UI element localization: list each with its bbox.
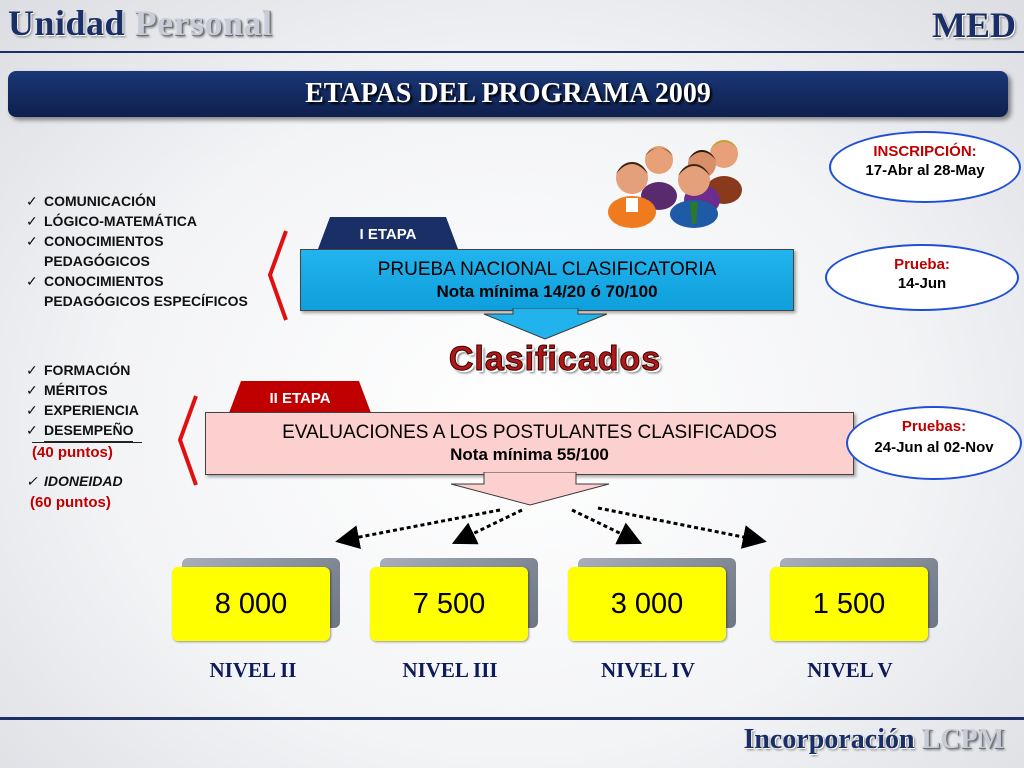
brand-part2: Personal: [134, 3, 273, 43]
list-item-text: DESEMPEÑO: [44, 420, 134, 442]
list-item: CONOCIMIENTOS PEDAGÓGICOS: [24, 231, 179, 271]
etapa2-title: EVALUACIONES A LOS POSTULANTES CLASIFICA…: [282, 422, 777, 443]
etapa1-down-arrow: [483, 308, 608, 340]
person-front-right: [670, 164, 718, 228]
person-front-left: [608, 162, 656, 228]
nivel-ii-count: 8 000: [172, 567, 330, 641]
etapa2-down-arrow: [450, 472, 610, 506]
prueba-label: Prueba:: [894, 256, 950, 273]
prueba-date: 14-Jun: [897, 275, 947, 292]
footer-divider: [0, 717, 1024, 720]
title-bar: ETAPAS DEL PROGRAMA 2009: [8, 71, 1008, 117]
etapa1-box: PRUEBA NACIONAL CLASIFICATORIA Nota míni…: [300, 249, 794, 311]
list-item: MÉRITOS: [24, 380, 184, 400]
page-title: ETAPAS DEL PROGRAMA 2009: [305, 78, 711, 109]
nivel-v-count: 1 500: [770, 567, 928, 641]
nivel-v-label: NIVEL V: [807, 658, 893, 682]
brand-med: MED: [932, 5, 1016, 45]
list-item: LÓGICO-MATEMÁTICA: [24, 211, 264, 231]
list-divider: [32, 442, 142, 443]
list-item: EXPERIENCIA: [24, 400, 184, 420]
etapa1-title: PRUEBA NACIONAL CLASIFICATORIA: [377, 259, 717, 280]
bracket-chevron-1: [267, 230, 288, 321]
nivel-iv-count: 3 000: [568, 567, 726, 641]
points-40: (40 puntos): [32, 444, 113, 461]
inscripcion-dates: 17-Abr al 28-May: [865, 162, 985, 179]
list-item: DESEMPEÑO: [24, 420, 184, 442]
list-item: IDONEIDAD: [24, 471, 184, 491]
footer-title: Incorporación LCPM: [743, 724, 1004, 756]
etapa2-criteria-list: FORMACIÓN MÉRITOS EXPERIENCIA DESEMPEÑO …: [24, 360, 184, 513]
pruebas-dates: 24-Jun al 02-Nov: [874, 439, 994, 456]
etapa1-tab: I ETAPA: [318, 217, 458, 249]
arrow-to-nivel-ii: [335, 508, 501, 549]
people-group-icon: [608, 140, 742, 228]
list-item: FORMACIÓN: [24, 360, 184, 380]
etapa1-note: Nota mínima 14/20 ó 70/100: [436, 282, 658, 301]
footer-part1: Incorporación: [743, 724, 915, 755]
brand-title: Unidad Personal: [8, 2, 273, 44]
etapa2-box: EVALUACIONES A LOS POSTULANTES CLASIFICA…: [205, 412, 854, 475]
pruebas-label: Pruebas:: [901, 418, 967, 435]
brand-part1: Unidad: [8, 3, 126, 43]
nivel-ii-label: NIVEL II: [209, 658, 297, 682]
nivel-iii-label: NIVEL III: [402, 658, 498, 682]
list-item: CONOCIMIENTOS PEDAGÓGICOS ESPECÍFICOS: [24, 271, 259, 311]
arrow-to-nivel-iv: [571, 508, 643, 545]
footer-part2: LCPM: [921, 724, 1004, 755]
nivel-iv-label: NIVEL IV: [601, 658, 695, 682]
pruebas-oval: Pruebas: 24-Jun al 02-Nov: [846, 406, 1022, 480]
points-60: (60 puntos): [30, 494, 111, 511]
arrow-to-nivel-iii: [451, 508, 523, 545]
inscripcion-label: INSCRIPCIÓN:: [873, 143, 977, 160]
distribution-arrows: [335, 506, 767, 549]
nivel-iii-count: 7 500: [370, 567, 528, 641]
etapa1-criteria-list: COMUNICACIÓN LÓGICO-MATEMÁTICA CONOCIMIE…: [24, 191, 264, 311]
arrow-to-nivel-v: [597, 506, 767, 549]
clasificados-label: Clasificados: [448, 340, 662, 379]
bracket-chevron-2: [177, 395, 198, 486]
etapa2-note: Nota mínima 55/100: [450, 445, 609, 464]
etapa2-tab: II ETAPA: [229, 381, 371, 413]
prueba-oval: Prueba: 14-Jun: [825, 244, 1019, 311]
header-divider: [0, 51, 1024, 53]
inscripcion-oval: INSCRIPCIÓN: 17-Abr al 28-May: [829, 131, 1021, 203]
list-item: COMUNICACIÓN: [24, 191, 264, 211]
